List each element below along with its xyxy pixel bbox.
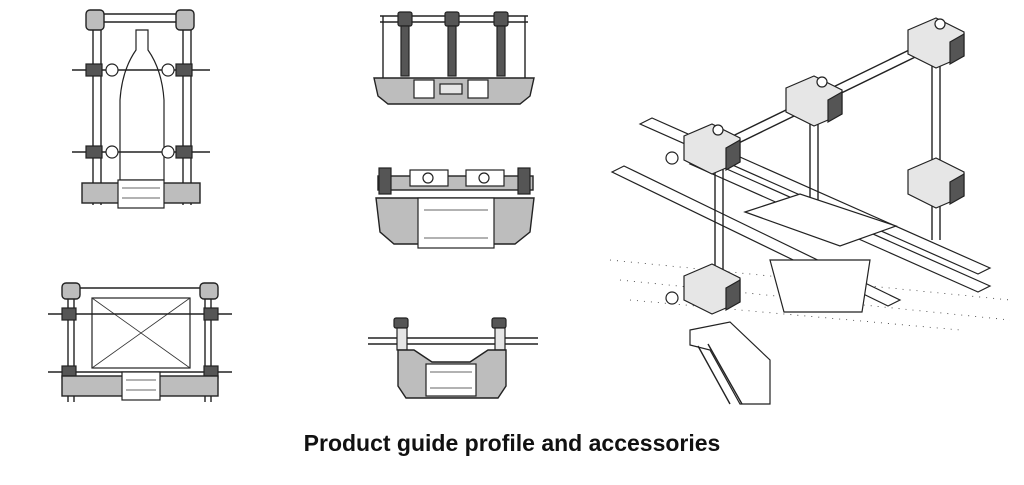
adjustable-clamp-illustration — [375, 167, 535, 249]
triple-clamp-illustration — [373, 11, 535, 105]
bottle-holder-illustration — [72, 9, 210, 209]
figure-caption: Product guide profile and accessories — [303, 430, 721, 456]
isometric-assembly-illustration — [609, 17, 1011, 405]
guide-block-illustration — [368, 317, 538, 399]
plate-holder-illustration — [48, 282, 232, 402]
illustration-canvas — [48, 9, 1011, 405]
